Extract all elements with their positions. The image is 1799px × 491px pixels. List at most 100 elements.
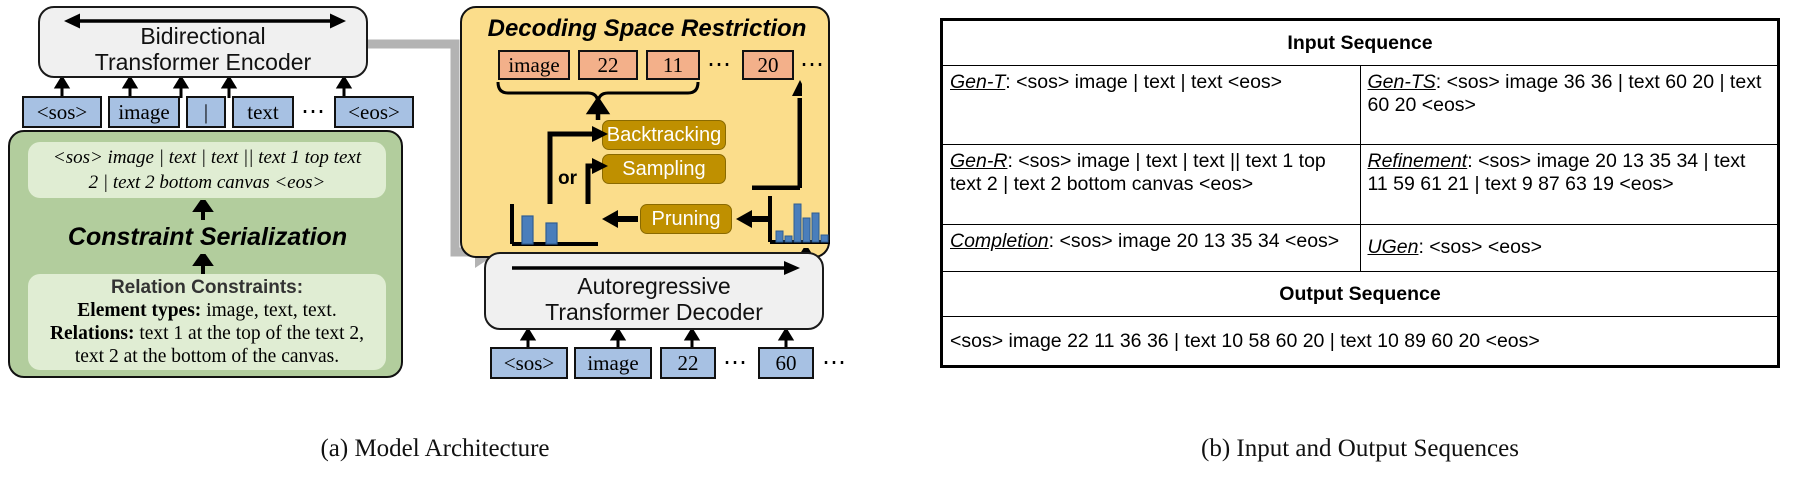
decoder-token-22: 22 <box>660 347 716 379</box>
constraint-serialization-title: Constraint Serialization <box>67 222 348 251</box>
candidate-token-11-label: 11 <box>662 52 684 77</box>
cell-gen-ts-tag: Gen-TS <box>1367 71 1436 93</box>
cell-gen-t: Gen-T: <sos> image | text | text <eos> <box>942 64 1361 146</box>
cell-refinement-tag: Refinement <box>1367 150 1468 173</box>
cell-completion-sep: : <box>1048 229 1060 252</box>
cell-refinement: Refinement: <sos> image 20 13 35 34 | te… <box>1359 144 1778 225</box>
op-backtracking-label: Backtracking <box>606 123 722 146</box>
cell-gen-t-tag: Gen-T <box>950 71 1006 93</box>
cell-completion: Completion: <sos> image 20 13 35 34 <eos… <box>942 223 1361 273</box>
serialized-constraint-string: <sos> image | text | text || text 1 top … <box>28 142 386 198</box>
caption-a: (a) Model Architecture <box>320 435 550 462</box>
decoder-token-sos: <sos> <box>490 347 568 379</box>
relations-label: Relations: <box>49 323 135 344</box>
op-sampling-button[interactable]: Sampling <box>602 154 726 184</box>
encoder-token-separator-label: | <box>203 99 209 124</box>
candidate-token-11: 11 <box>646 50 700 80</box>
decoder-label-line1: Autoregressive <box>577 273 731 299</box>
op-pruning-label: Pruning <box>651 207 721 230</box>
encoder-token-sos: <sos> <box>22 96 102 128</box>
cell-ugen: UGen: <sos> <eos> <box>1359 223 1778 273</box>
encoder-label-line2: Transformer Encoder <box>94 49 312 75</box>
relation-constraints-panel: Relation Constraints: Element types: ima… <box>28 274 386 370</box>
candidate-group-brace <box>496 81 700 120</box>
up-arrow-icon-serialize-out <box>192 200 214 220</box>
encoder-token-eos-label: <eos> <box>348 99 400 124</box>
caption-b: (b) Input and Output Sequences <box>1201 435 1519 462</box>
encoder-token-text: text <box>232 96 294 128</box>
up-arrow-icon-serialize-in <box>192 254 214 274</box>
decoder-token-image: image <box>574 347 652 379</box>
decoding-space-restriction-title: Decoding Space Restriction <box>487 15 807 42</box>
decoder-token-image-label: image <box>587 350 639 375</box>
encoder-input-arrows <box>53 78 353 98</box>
cell-gen-t-sep: : <box>1005 71 1017 93</box>
table-row-output-header: Output Sequence <box>942 271 1778 317</box>
cell-gen-r: Gen-R: <sos> image | text | text || text… <box>942 144 1361 225</box>
relation-constraints-title: Relation Constraints: <box>110 277 304 298</box>
encoder-token-separator: | <box>186 96 226 128</box>
decoder-token-60-label: 60 <box>775 350 797 375</box>
constraint-serialization-module: <sos> image | text | text || text 1 top … <box>8 130 403 378</box>
sequences-table: Input Sequence Gen-T: <sos> image | text… <box>940 18 1780 368</box>
unidirectional-arrow-icon <box>512 261 800 275</box>
element-types-label: Element types: <box>77 300 202 321</box>
bidirectional-arrow-icon <box>64 13 346 29</box>
or-label: or <box>558 168 577 189</box>
op-pruning-button[interactable]: Pruning <box>640 204 732 234</box>
op-sampling-label: Sampling <box>622 157 706 180</box>
sampling-to-token-arrow <box>752 80 802 190</box>
branch-arrows-backtracking-sampling <box>547 126 608 204</box>
encoder-label-line1: Bidirectional <box>140 23 266 49</box>
cell-gen-ts-text: <sos> image 36 36 | text 60 20 | text 60… <box>1367 71 1762 116</box>
serialized-line-2: 2 | text 2 bottom canvas <eos> <box>88 172 326 193</box>
relations-line-2: text 2 at the bottom of the canvas. <box>74 346 340 367</box>
cell-ugen-text: <sos> <eos> <box>1429 236 1543 259</box>
cell-ugen-sep: : <box>1418 236 1430 259</box>
pruning-output-arrow <box>602 210 638 228</box>
cell-refinement-text: <sos> image 20 13 35 34 | text 11 59 61 … <box>1367 150 1746 196</box>
encoder-token-image: image <box>108 96 180 128</box>
cell-refinement-sep: : <box>1467 150 1479 173</box>
cell-completion-tag: Completion <box>950 229 1049 252</box>
candidate-token-image: image <box>498 50 570 80</box>
autoregressive-transformer-decoder: Autoregressive Transformer Decoder <box>484 252 824 330</box>
decoder-input-arrows <box>519 330 795 350</box>
pruned-distribution-chart <box>510 204 598 246</box>
decoder-token-22-label: 22 <box>677 350 699 375</box>
cell-gen-ts: Gen-TS: <sos> image 36 36 | text 60 20 |… <box>1359 64 1778 146</box>
candidate-token-image-label: image <box>508 52 560 77</box>
serialized-line-1: <sos> image | text | text || text 1 top … <box>52 147 362 168</box>
full-distribution-chart <box>768 196 830 244</box>
cell-gen-r-sep: : <box>1007 150 1019 173</box>
encoder-token-sos-label: <sos> <box>36 99 88 124</box>
table-row-output: <sos> image 22 11 36 36 | text 10 58 60 … <box>942 316 1778 366</box>
decoder-token-sos-label: <sos> <box>503 350 555 375</box>
table-row: Gen-T: <sos> image | text | text <eos> G… <box>942 64 1778 146</box>
candidate-token-ellipsis-end: ⋯ <box>800 52 826 78</box>
bidirectional-transformer-encoder: Bidirectional Transformer Encoder <box>38 6 368 78</box>
relations-line-1: text 1 at the top of the text 2, <box>139 323 365 344</box>
decoding-space-restriction-module: Decoding Space Restriction image 22 11 ⋯… <box>460 6 830 258</box>
element-types-value: image, text, text. <box>206 300 337 321</box>
candidate-token-20: 20 <box>742 50 794 80</box>
candidate-token-22: 22 <box>578 50 638 80</box>
candidate-token-ellipsis-mid: ⋯ <box>707 52 733 78</box>
decoder-token-ellipsis-trailing: ⋯ <box>822 350 848 376</box>
table-row: Gen-R: <sos> image | text | text || text… <box>942 144 1778 225</box>
encoder-token-text-label: text <box>247 99 279 124</box>
op-backtracking-button[interactable]: Backtracking <box>602 120 726 150</box>
cell-ugen-tag: UGen <box>1367 236 1419 259</box>
cell-gen-r-tag: Gen-R <box>950 150 1008 173</box>
decoder-token-60: 60 <box>758 347 814 379</box>
encoder-token-ellipsis: ⋯ <box>301 99 327 125</box>
table-row: Completion: <sos> image 20 13 35 34 <eos… <box>942 223 1778 273</box>
table-row-input-header: Input Sequence <box>942 20 1778 66</box>
output-sequence-header: Output Sequence <box>942 271 1778 317</box>
encoder-token-image-label: image <box>118 99 170 124</box>
input-sequence-header: Input Sequence <box>942 20 1778 66</box>
decoder-token-ellipsis: ⋯ <box>723 350 749 376</box>
decoder-label-line2: Transformer Decoder <box>545 299 763 325</box>
candidate-token-20-label: 20 <box>757 52 779 77</box>
